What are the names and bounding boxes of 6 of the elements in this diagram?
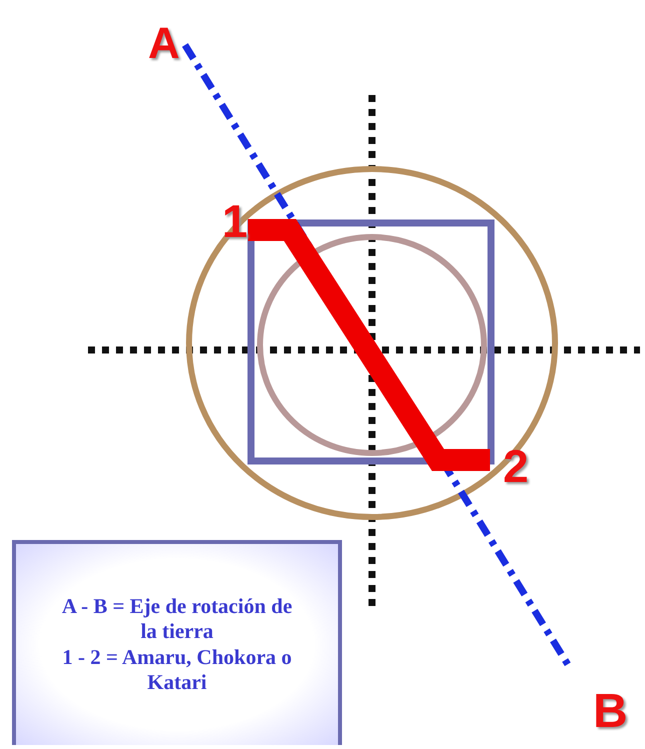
axis-end-label: B bbox=[593, 688, 628, 736]
axis-end-label: A bbox=[148, 22, 180, 66]
legend-text: 1 - 2 = Amaru, Chokora o Katari bbox=[61, 644, 293, 695]
point-label: 2 bbox=[503, 443, 529, 489]
legend-box bbox=[12, 540, 342, 745]
legend-text: A - B = Eje de rotación de la tierra bbox=[60, 594, 294, 644]
